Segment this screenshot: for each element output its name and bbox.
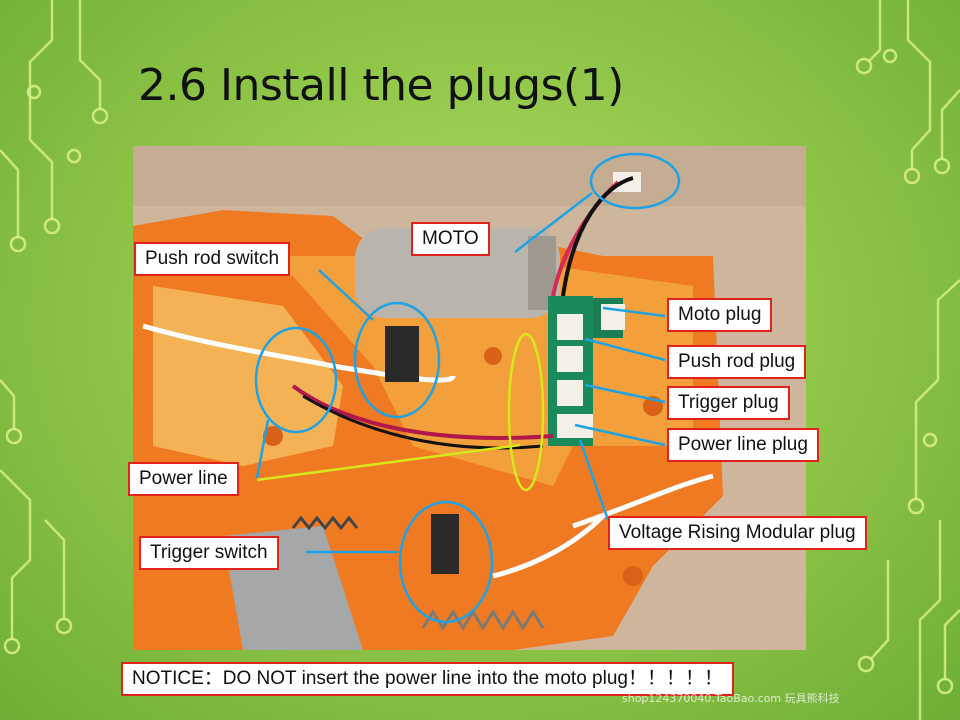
trigger-plug-label: Trigger plug [667,386,790,420]
watermark-text: shop124370040.TaoBao.com 玩具熊科技 [622,692,840,705]
voltage-rising-modular-plug-label: Voltage Rising Modular plug [608,516,867,550]
power-line-plug-label: Power line plug [667,428,819,462]
notice-banner: NOTICE：DO NOT insert the power line into… [121,662,734,696]
trigger-switch-label: Trigger switch [139,536,279,570]
push-rod-switch-label: Push rod switch [134,242,291,276]
moto-plug-label: Moto plug [667,298,773,332]
power-line-label: Power line [128,462,239,496]
push-rod-plug-label: Push rod plug [667,345,807,379]
moto-label: MOTO [411,222,490,256]
slide-title: 2.6 Install the plugs(1) [138,60,624,111]
